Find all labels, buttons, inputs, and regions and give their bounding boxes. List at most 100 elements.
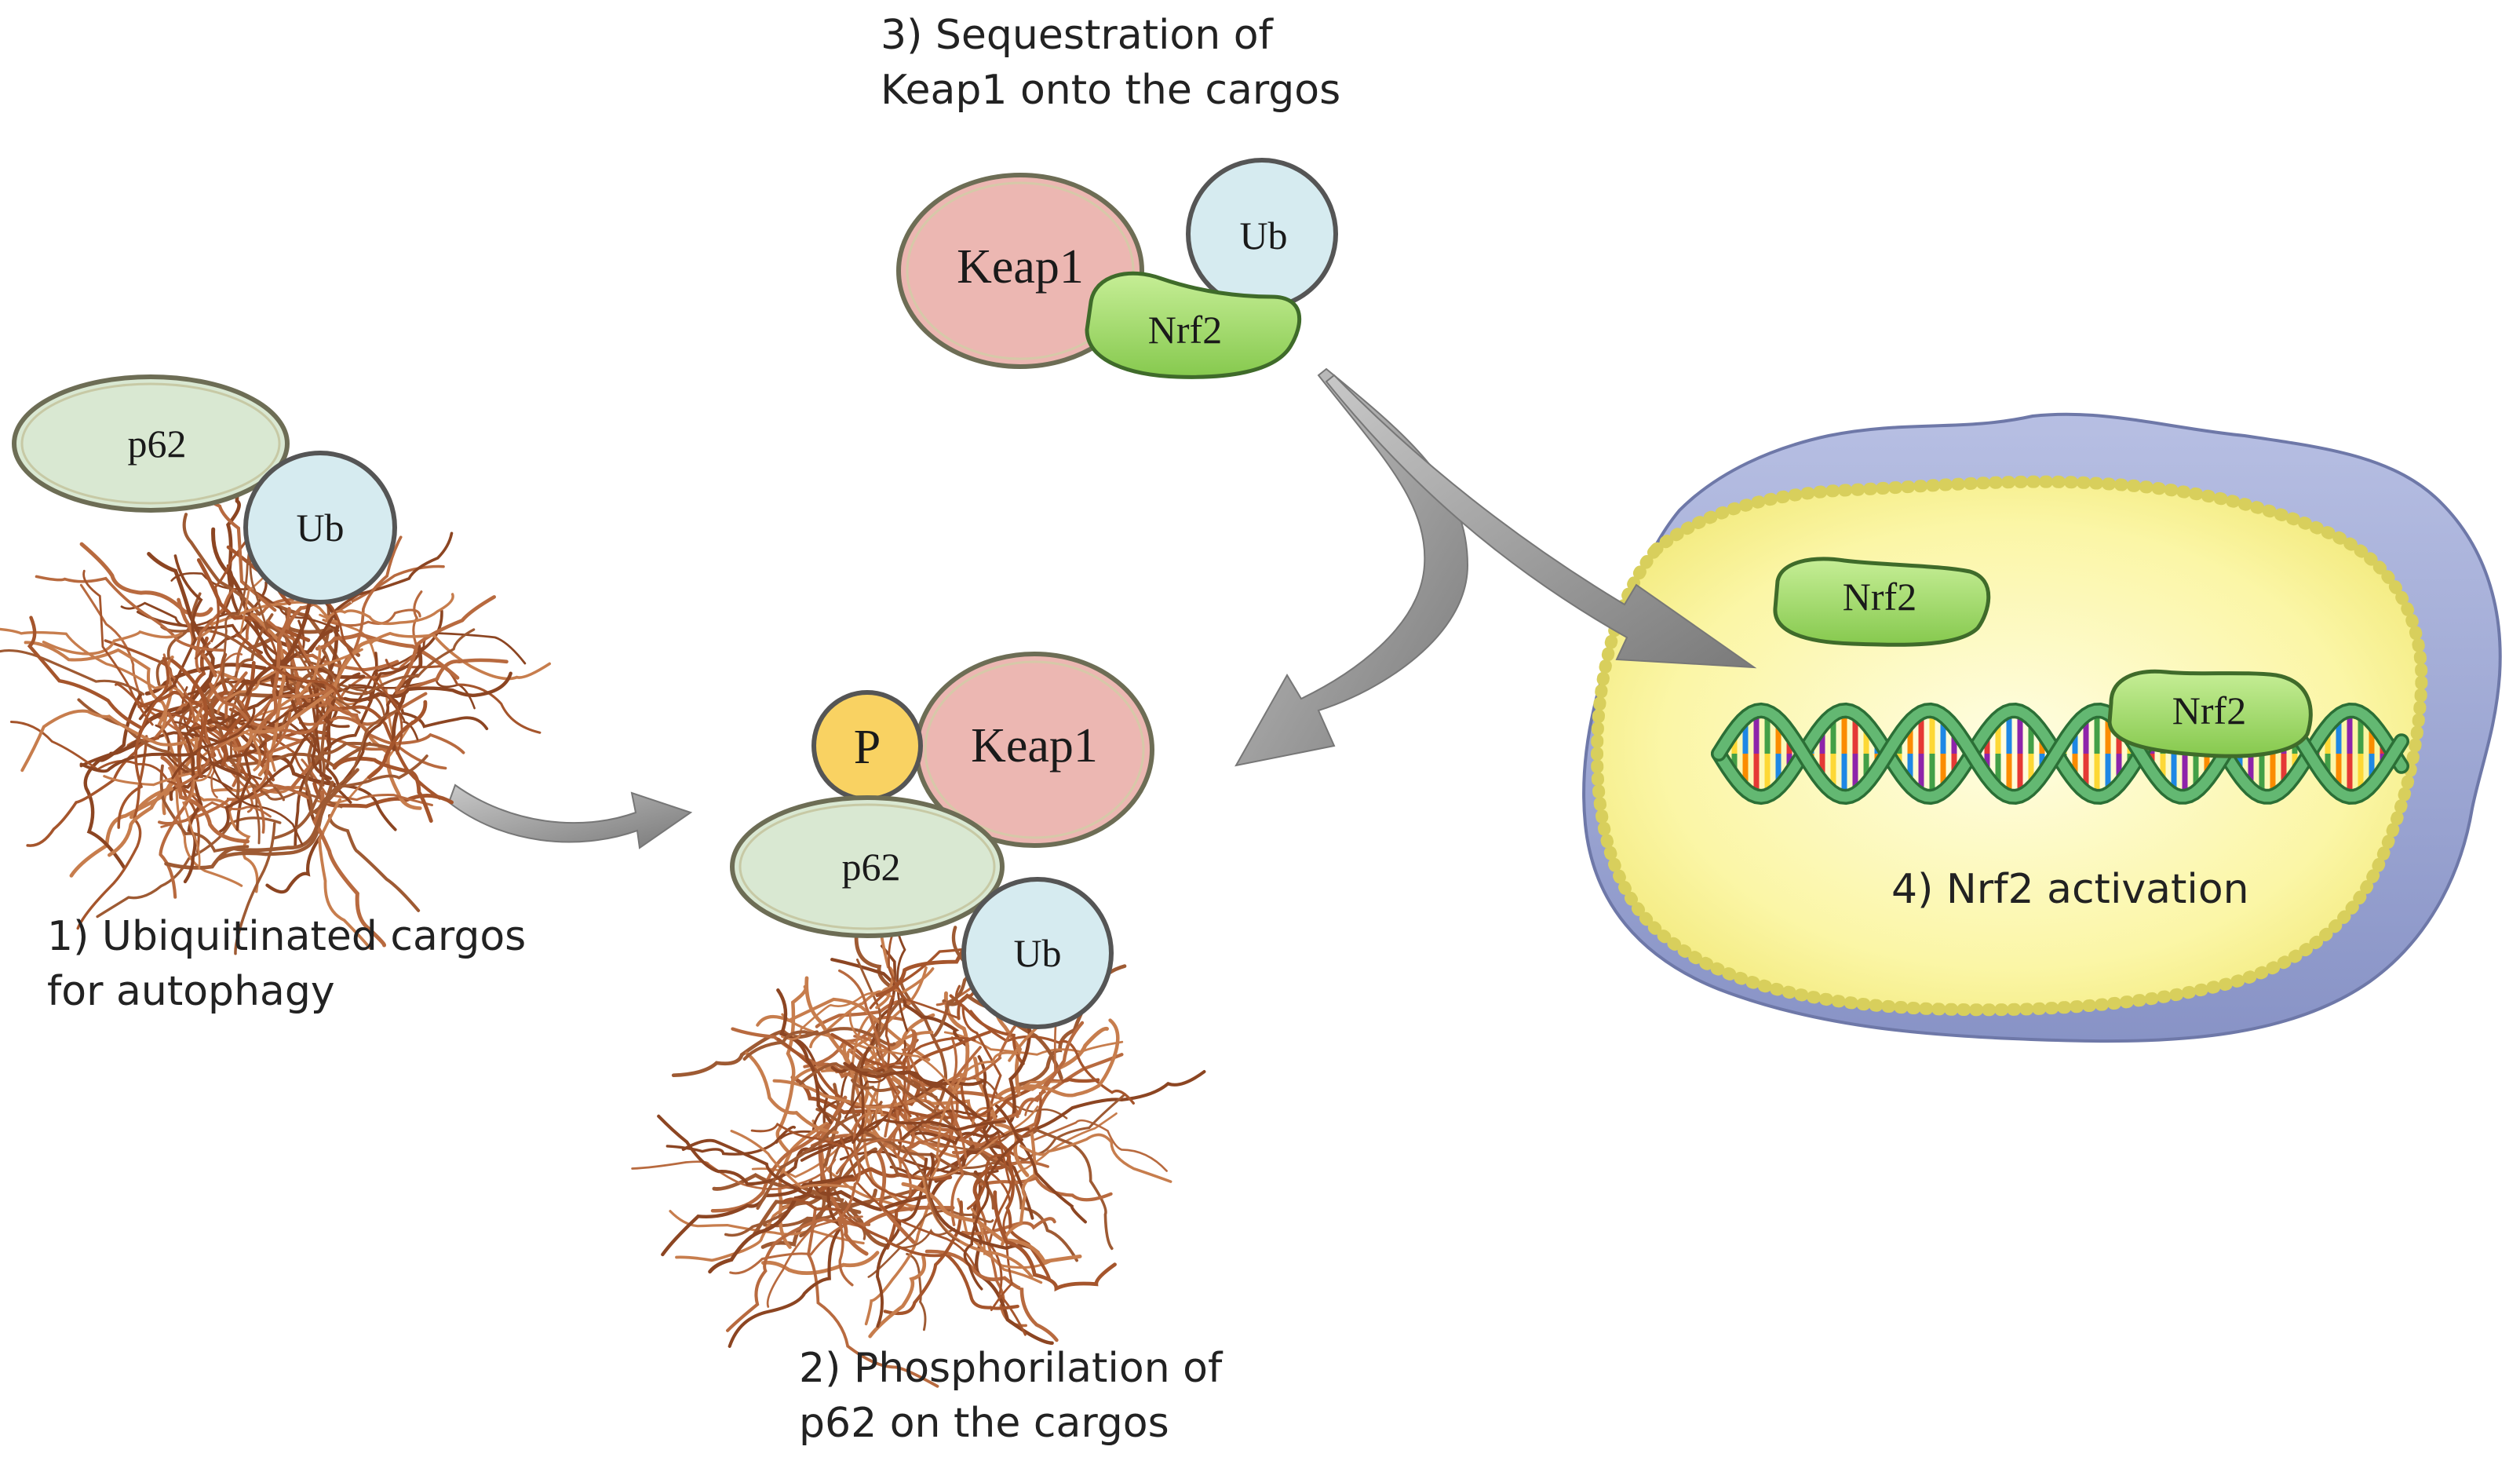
cargo-strand — [943, 1031, 1124, 1056]
cargo-strand — [162, 653, 253, 813]
cargo-strand — [984, 1070, 1206, 1147]
nuclear-envelope-beads — [1590, 475, 2428, 1017]
cargo-strand — [367, 699, 428, 780]
step1-label-line1: 1) Ubiquitinated cargos — [47, 913, 526, 960]
ub-molecule-2: Ub — [961, 877, 1114, 1029]
cargo-strand — [775, 984, 808, 1153]
cargo-strand — [1015, 1128, 1114, 1251]
step3-label-line2: Keap1 onto the cargos — [881, 67, 1340, 114]
keap1-label-2: Keap1 — [971, 719, 1098, 773]
cargo-strand — [930, 1051, 1018, 1179]
cargo-strand — [800, 1025, 879, 1162]
cargo-strand — [884, 1074, 912, 1196]
cargo-strand — [324, 593, 454, 626]
cargo-strand — [0, 627, 184, 697]
cargo-strand — [848, 1010, 957, 1094]
cargo-strand — [666, 1125, 796, 1156]
cargo-strand — [993, 1190, 1117, 1292]
cargo-strand — [164, 780, 334, 870]
cargo-strand — [327, 813, 421, 912]
cargo-strand — [950, 1093, 1126, 1170]
cargo-strand — [304, 628, 476, 696]
phospho-label: P — [854, 721, 881, 774]
cargo-aggregate-2 — [631, 865, 1206, 1388]
cargo-strand — [820, 1068, 957, 1158]
cargo-strand — [994, 1104, 1087, 1224]
cargo-strand — [182, 765, 213, 870]
ub-molecule-1: Ub — [243, 451, 397, 605]
cargo-strand — [1031, 1119, 1168, 1172]
cargo-strand — [729, 1221, 852, 1275]
cargo-strand — [170, 572, 340, 632]
p62-molecule-2: p62 — [730, 795, 1005, 938]
cargo-strand — [251, 711, 292, 834]
cargo-strand — [173, 721, 304, 846]
cargo-strand — [943, 1251, 1019, 1310]
p62-label-2: p62 — [842, 845, 901, 889]
cargo-strand — [966, 1092, 1042, 1210]
cargo-strand — [170, 659, 209, 779]
cargo-strand — [924, 1249, 1059, 1342]
cargo-strand — [902, 1145, 960, 1242]
cargo-strand — [837, 1113, 866, 1287]
step3-label-line1: 3) Sequestration of — [881, 12, 1275, 59]
cargo-strand — [782, 1197, 944, 1258]
arrow-step1-to-step2 — [447, 783, 693, 849]
cargo-strand — [963, 1138, 1023, 1291]
cargo-strand — [901, 1182, 1082, 1264]
cargo-aggregate-1 — [0, 465, 552, 955]
cargo-strand — [217, 648, 363, 714]
cargo-strand — [776, 988, 833, 1124]
cargo-strand — [79, 751, 243, 777]
cargo-strand — [312, 790, 387, 948]
cargo-strand — [830, 958, 970, 1048]
cargo-strand — [232, 637, 380, 751]
cargo-strand — [83, 692, 144, 870]
cargo-strand — [815, 1108, 995, 1210]
cargo-strand — [766, 1215, 863, 1308]
cargo-strand — [675, 1191, 815, 1262]
cargo-strand — [20, 709, 199, 773]
ub-molecule-3: Ub — [1186, 158, 1338, 310]
cargo-strand — [370, 631, 552, 681]
cargo-strand — [257, 607, 291, 736]
cargo-strand — [661, 1174, 854, 1257]
cargo-strand — [172, 787, 259, 893]
cargo-strand — [155, 592, 202, 686]
cargo-strand — [899, 1029, 916, 1164]
cargo-strand — [290, 673, 422, 810]
cargo-strand — [971, 1080, 1062, 1128]
cargo-strand — [391, 641, 423, 751]
ub-label-3: Ub — [1239, 214, 1287, 258]
cargo-strand — [343, 671, 512, 703]
cargo-strand — [315, 710, 399, 815]
cargo-strand — [9, 721, 206, 811]
cargo-strand — [850, 1079, 962, 1137]
cargo-strand — [276, 677, 419, 741]
cargo-strand — [218, 681, 319, 833]
cargo-strand — [851, 1016, 902, 1169]
cargo-strand — [1001, 1126, 1037, 1246]
keap1-molecule-3: Keap1 — [896, 173, 1144, 369]
step4-label: 4) Nrf2 activation — [1891, 866, 2249, 913]
cargo-strand — [763, 1187, 922, 1228]
cargo-strand — [949, 1046, 982, 1226]
ub-label-1: Ub — [296, 506, 344, 550]
cargo-strand — [108, 787, 173, 857]
cargo-strand — [988, 1128, 1027, 1336]
keap1-label-3: Keap1 — [957, 240, 1084, 294]
cargo-strand — [249, 548, 361, 714]
cargo-strand — [799, 1078, 946, 1156]
cargo-strand — [201, 581, 268, 659]
cargo-strand — [876, 1109, 945, 1244]
cargo-strand — [876, 1157, 928, 1328]
cargo-strand — [835, 1130, 951, 1175]
step2-label-line1: 2) Phosphorilation of — [799, 1345, 1224, 1392]
cargo-strand — [209, 682, 334, 735]
cargo-strand — [883, 1200, 963, 1316]
cargo-strand — [183, 735, 203, 884]
cargo-strand — [852, 1118, 1006, 1144]
cargo-strand — [867, 1228, 956, 1278]
cargo-strand — [318, 798, 371, 950]
